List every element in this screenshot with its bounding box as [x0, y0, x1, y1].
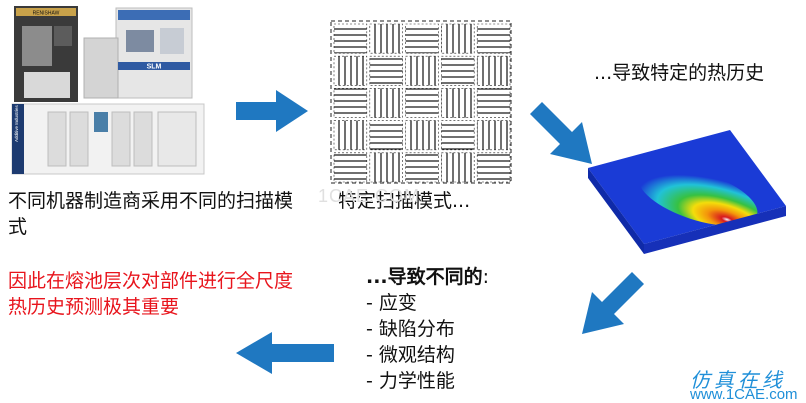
renishaw-machine: RENISHAW — [14, 6, 78, 102]
scan-tile — [333, 55, 368, 86]
renishaw-label: RENISHAW — [33, 11, 60, 17]
scan-tile — [333, 152, 368, 183]
consequences-heading: ...导致不同的 — [366, 266, 483, 288]
scan-pattern-image — [330, 20, 512, 184]
scan-tile — [476, 120, 511, 151]
scan-tile — [369, 55, 403, 86]
consequence-item-strain: - 应变 — [366, 292, 417, 314]
consequences-heading-colon: : — [482, 266, 490, 288]
scan-tile — [441, 152, 475, 183]
arrow-left — [236, 332, 334, 374]
consequences-heading-row: ...导致不同的: — [366, 264, 489, 290]
scan-tile — [476, 152, 511, 183]
watermark-cn: 仿真在线 — [690, 368, 786, 392]
am-machines-image: RENISHAW SLM Additive Industries — [11, 6, 205, 175]
scan-tile — [476, 55, 511, 86]
arrow-diagonal-down-left — [582, 272, 644, 334]
scan-tile — [441, 55, 475, 86]
scan-tile — [405, 88, 439, 118]
scan-tile — [369, 120, 403, 151]
thermal-caption: ...导致特定的热历史 — [594, 62, 765, 84]
scan-tile — [405, 23, 439, 54]
scan-tile — [441, 23, 475, 54]
watermark-url: www.1CAE.com — [690, 386, 798, 403]
additive-industries-label: Additive Industries — [14, 104, 19, 142]
thermal-plate-image — [588, 130, 786, 254]
scan-tile — [333, 23, 368, 54]
consequence-item-mechanical: - 力学性能 — [366, 370, 455, 392]
consequence-item-defects: - 缺陷分布 — [366, 318, 455, 340]
scan-tile — [441, 88, 475, 118]
scan-tile — [369, 23, 403, 54]
scan-tile — [405, 120, 439, 151]
arrow-diagonal-down-right — [530, 102, 592, 164]
slm-label: SLM — [147, 64, 162, 71]
scan-tile — [369, 88, 403, 118]
scan-tile — [476, 88, 511, 118]
scan-tile — [369, 152, 403, 183]
scan-tile — [476, 23, 511, 54]
faint-watermark: 1CAE.COM — [318, 186, 421, 206]
scan-tile — [333, 120, 368, 151]
slm-machine: SLM — [83, 7, 193, 99]
conclusion-text: 因此在熔池层次对部件进行全尺度热历史预测极其重要 — [8, 270, 294, 318]
machines-caption: 不同机器制造商采用不同的扫描模式 — [8, 190, 294, 238]
scan-tile — [333, 88, 368, 118]
scan-tile — [405, 55, 439, 86]
scan-tile — [405, 152, 439, 183]
additive-industries-machine: Additive Industries — [11, 103, 205, 175]
consequence-item-microstructure: - 微观结构 — [366, 344, 455, 366]
consequences-block: ...导致不同的: - 应变 - 缺陷分布 - 微观结构 - 力学性能 — [366, 264, 489, 394]
arrow-right-1 — [236, 90, 308, 132]
scan-pattern-caption: 特定扫描模式... — [338, 190, 471, 212]
scan-tile — [441, 120, 475, 151]
